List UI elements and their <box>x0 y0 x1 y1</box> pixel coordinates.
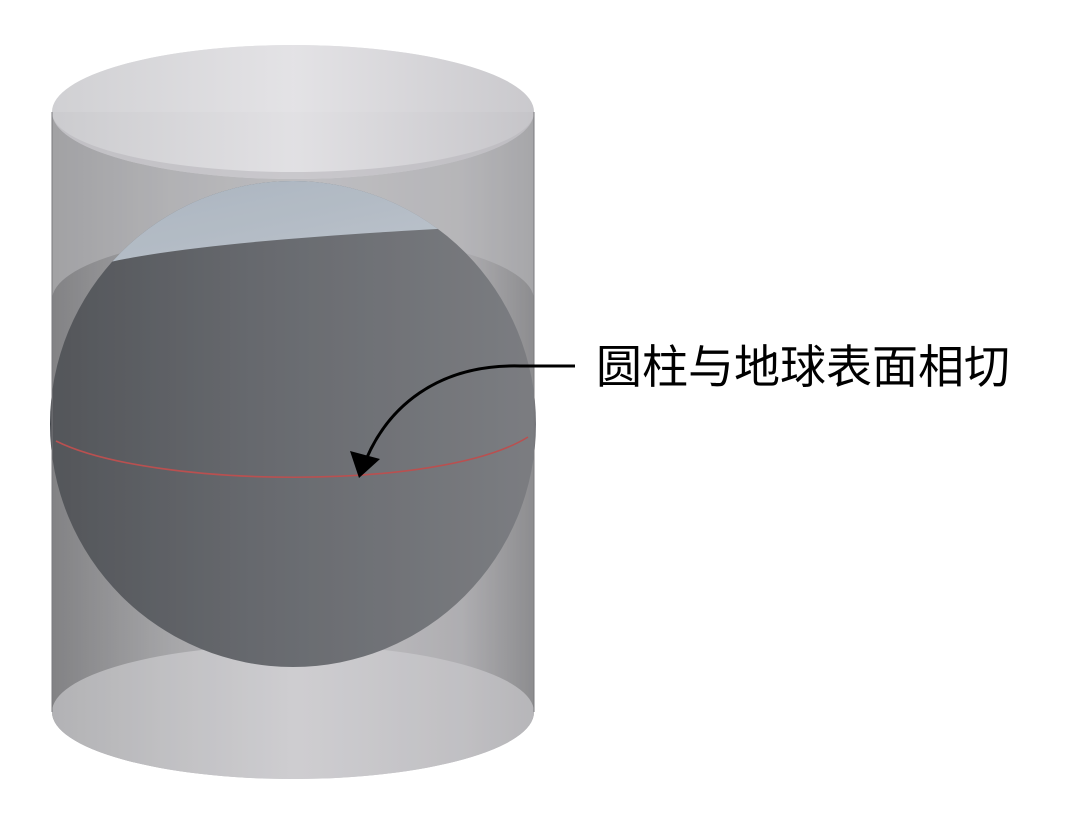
cylinder-front-wall <box>52 112 534 779</box>
annotation-label: 圆柱与地球表面相切 <box>596 340 1010 394</box>
sphere-top-cap <box>50 181 536 262</box>
cylinder-top-face <box>52 45 534 179</box>
arrow-head <box>350 451 380 478</box>
cylinder-bottom-face <box>52 645 534 779</box>
annotation-arrow <box>360 364 575 471</box>
tangent-equator-line <box>55 436 529 478</box>
sphere <box>50 181 536 667</box>
